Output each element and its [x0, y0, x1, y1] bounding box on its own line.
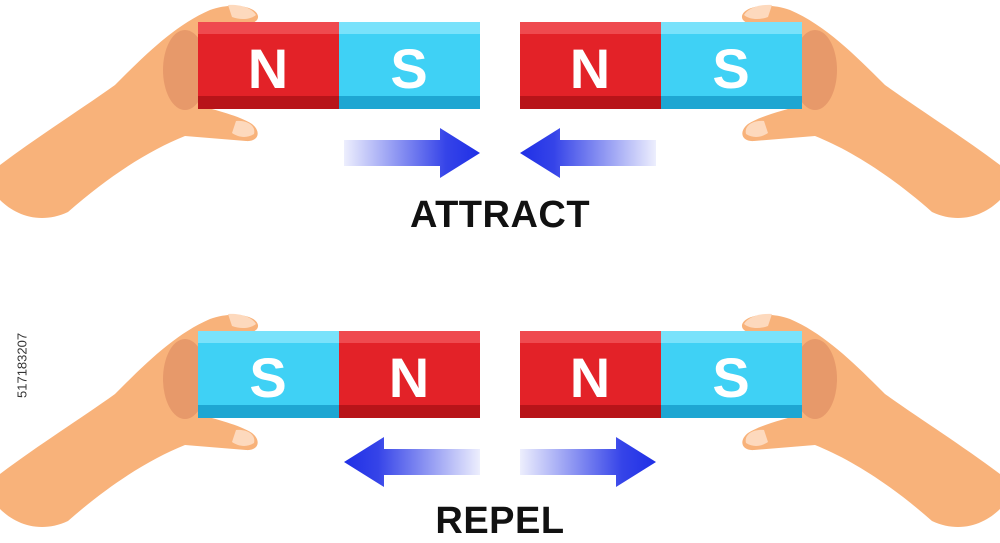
north-pole: [198, 22, 339, 109]
pole-label: S: [249, 346, 286, 409]
arrow-left-icon: [344, 437, 480, 487]
pole-label: S: [390, 37, 427, 100]
north-pole: [520, 22, 661, 109]
image-credit-id: 517183207: [14, 332, 30, 398]
attract-caption: ATTRACT: [409, 194, 591, 236]
pole-label: N: [570, 346, 610, 409]
south-pole: [661, 331, 802, 418]
left-hand-icon: [0, 4, 259, 219]
attract-row: N S N S: [0, 4, 1000, 219]
south-pole: [198, 331, 339, 418]
right-hand-icon: [741, 313, 1000, 528]
north-pole: [520, 331, 661, 418]
right-hand-icon: [741, 4, 1000, 219]
arrow-right-icon: [520, 437, 656, 487]
left-hand-icon: [0, 313, 259, 528]
left-magnet: S N: [198, 331, 480, 418]
pole-label: S: [712, 37, 749, 100]
north-pole: [339, 331, 480, 418]
pole-label: N: [389, 346, 429, 409]
arrow-right-icon: [344, 128, 480, 178]
repel-row: S N N S: [0, 313, 1000, 528]
arrow-left-icon: [520, 128, 656, 178]
left-magnet: N S: [198, 22, 480, 109]
south-pole: [339, 22, 480, 109]
right-magnet: N S: [520, 22, 802, 109]
pole-label: N: [570, 37, 610, 100]
south-pole: [661, 22, 802, 109]
repel-caption: REPEL: [435, 500, 565, 542]
pole-label: S: [712, 346, 749, 409]
pole-label: N: [248, 37, 288, 100]
right-magnet: N S: [520, 331, 802, 418]
